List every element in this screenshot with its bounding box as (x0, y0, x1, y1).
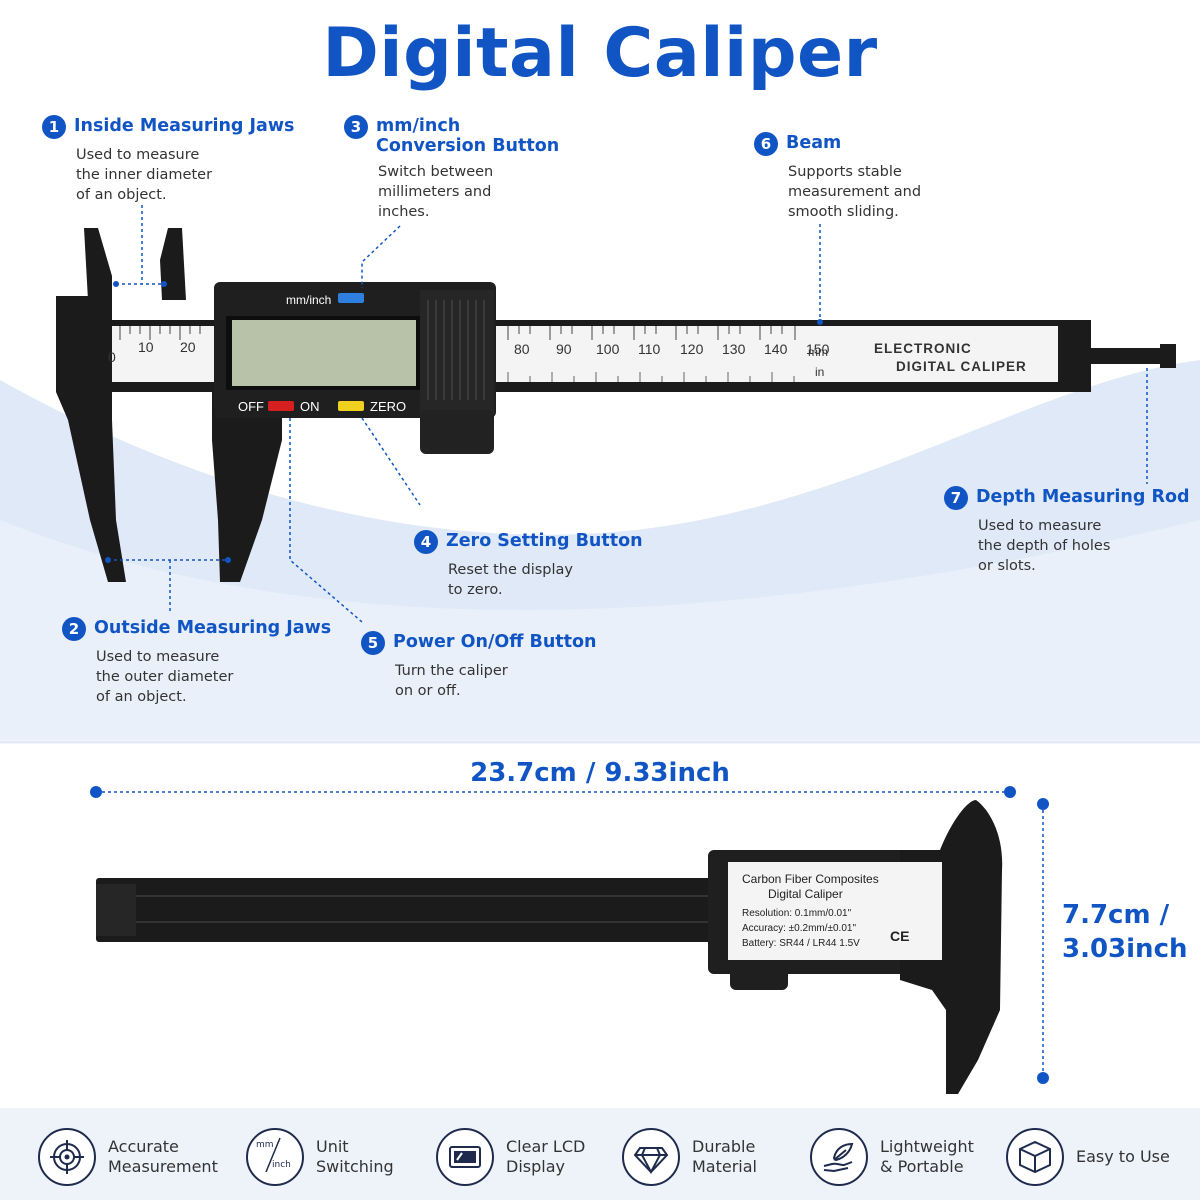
callout-badge: 4 (414, 530, 438, 554)
feature-easy: Easy to Use (1006, 1128, 1170, 1186)
callout-power-button: 5 Power On/Off Button Turn the caliper on… (361, 631, 597, 701)
feature-durable: Durable Material (622, 1128, 757, 1186)
back-label-line2: Digital Caliper (768, 887, 843, 901)
feather-hand-icon (810, 1128, 868, 1186)
callout-badge: 6 (754, 132, 778, 156)
page-title: Digital Caliper (322, 14, 878, 93)
scale-label-140: 140 (764, 341, 788, 357)
scale-label-150: 150 (806, 341, 830, 357)
brand-line1: ELECTRONIC (874, 341, 972, 356)
feature-unit: mm inch Unit Switching (246, 1128, 394, 1186)
scale-label-80: 80 (514, 341, 530, 357)
depth-rod (1090, 348, 1175, 364)
power-button (268, 401, 294, 411)
unit-mm: mm (808, 345, 828, 359)
back-label-battery: Battery: SR44 / LR44 1.5V (742, 938, 860, 949)
callout-desc: Turn the caliper on or off. (395, 663, 508, 699)
box-icon (1006, 1128, 1064, 1186)
diamond-icon (622, 1128, 680, 1186)
leader-5 (289, 418, 363, 623)
feature-label: Easy to Use (1076, 1147, 1170, 1166)
unit-button (338, 293, 364, 303)
callout-zero-button: 4 Zero Setting Button Reset the display t… (414, 530, 643, 600)
callout-desc: Switch between millimeters and inches. (378, 164, 494, 220)
scale-label-10: 10 (138, 339, 154, 355)
height-dimension-line2: 3.03inch (1062, 934, 1188, 964)
feature-label: Unit Switching (316, 1137, 394, 1176)
feature-strip: Accurate Measurement mm inch Unit Switch… (0, 1108, 1200, 1200)
feature-label: Durable Material (692, 1137, 757, 1176)
on-label: ON (300, 399, 320, 414)
callout-badge: 1 (42, 115, 66, 139)
feature-label: Clear LCD Display (506, 1137, 586, 1176)
ce-mark: CE (890, 928, 910, 944)
scale-label-110: 110 (638, 341, 661, 357)
back-label-resolution: Resolution: 0.1mm/0.01" (742, 908, 852, 919)
callout-badge: 3 (344, 115, 368, 139)
feature-lightweight: Lightweight & Portable (810, 1128, 974, 1186)
callout-title: mm/inch Conversion Button (376, 116, 560, 156)
brand-line2: DIGITAL CALIPER (896, 359, 1027, 374)
callout-beam: 6 Beam Supports stable measurement and sm… (754, 132, 922, 222)
callout-title: Power On/Off Button (393, 632, 597, 652)
feature-label: Lightweight & Portable (880, 1137, 974, 1176)
callout-desc: Used to measure the outer diameter of an… (96, 649, 234, 705)
callout-outside-jaws: 2 Outside Measuring Jaws Used to measure … (62, 617, 332, 707)
callout-inside-jaws: 1 Inside Measuring Jaws Used to measure t… (42, 115, 295, 205)
callout-title: Zero Setting Button (446, 531, 643, 551)
callout-desc: Used to measure the inner diameter of an… (76, 147, 213, 203)
feature-accurate: Accurate Measurement (38, 1128, 218, 1186)
scale-label-20: 20 (180, 339, 196, 355)
callout-desc: Supports stable measurement and smooth s… (788, 164, 922, 220)
lcd-icon (436, 1128, 494, 1186)
scale-label-0: 0 (108, 349, 116, 365)
unit-in: in (815, 365, 824, 379)
back-label-card: Carbon Fiber Composites Digital Caliper … (728, 862, 942, 960)
feature-label: Accurate Measurement (108, 1137, 218, 1176)
scale-label-130: 130 (722, 341, 746, 357)
unit-button-label: mm/inch (286, 293, 331, 307)
callout-title: Inside Measuring Jaws (74, 116, 295, 136)
callout-title: Beam (786, 133, 842, 153)
callout-badge: 7 (944, 486, 968, 510)
zero-button (338, 401, 364, 411)
target-icon (38, 1128, 96, 1186)
callout-desc: Used to measure the depth of holes or sl… (978, 518, 1111, 574)
scale-label-120: 120 (680, 341, 704, 357)
length-dimension: 23.7cm / 9.33inch (470, 758, 730, 788)
scale-label-100: 100 (596, 341, 620, 357)
callout-unit-button: 3 mm/inch Conversion Button Switch betwee… (344, 115, 560, 222)
unit-icon-mm: mm (256, 1140, 274, 1150)
callout-title: Depth Measuring Rod (976, 487, 1190, 507)
feature-lcd: Clear LCD Display (436, 1128, 585, 1186)
off-label: OFF (238, 399, 264, 414)
scale-label-90: 90 (556, 341, 572, 357)
callout-desc: Reset the display to zero. (448, 562, 574, 598)
fixed-jaw (56, 296, 126, 582)
callout-badge: 5 (361, 631, 385, 655)
back-label-accuracy: Accuracy: ±0.2mm/±0.01" (742, 923, 857, 934)
callout-depth-rod: 7 Depth Measuring Rod Used to measure the… (944, 486, 1190, 576)
unit-switch-icon: mm inch (246, 1128, 304, 1186)
back-beam (96, 878, 736, 942)
back-label-line1: Carbon Fiber Composites (742, 872, 879, 886)
height-dimension-line1: 7.7cm / (1062, 900, 1170, 930)
slider-jaw (212, 392, 282, 582)
unit-icon-inch: inch (272, 1160, 291, 1170)
callout-badge: 2 (62, 617, 86, 641)
callout-title: Outside Measuring Jaws (94, 618, 332, 638)
height-dimension: 7.7cm / 3.03inch (1062, 898, 1192, 966)
lcd-screen (232, 320, 416, 386)
zero-label: ZERO (370, 399, 406, 414)
